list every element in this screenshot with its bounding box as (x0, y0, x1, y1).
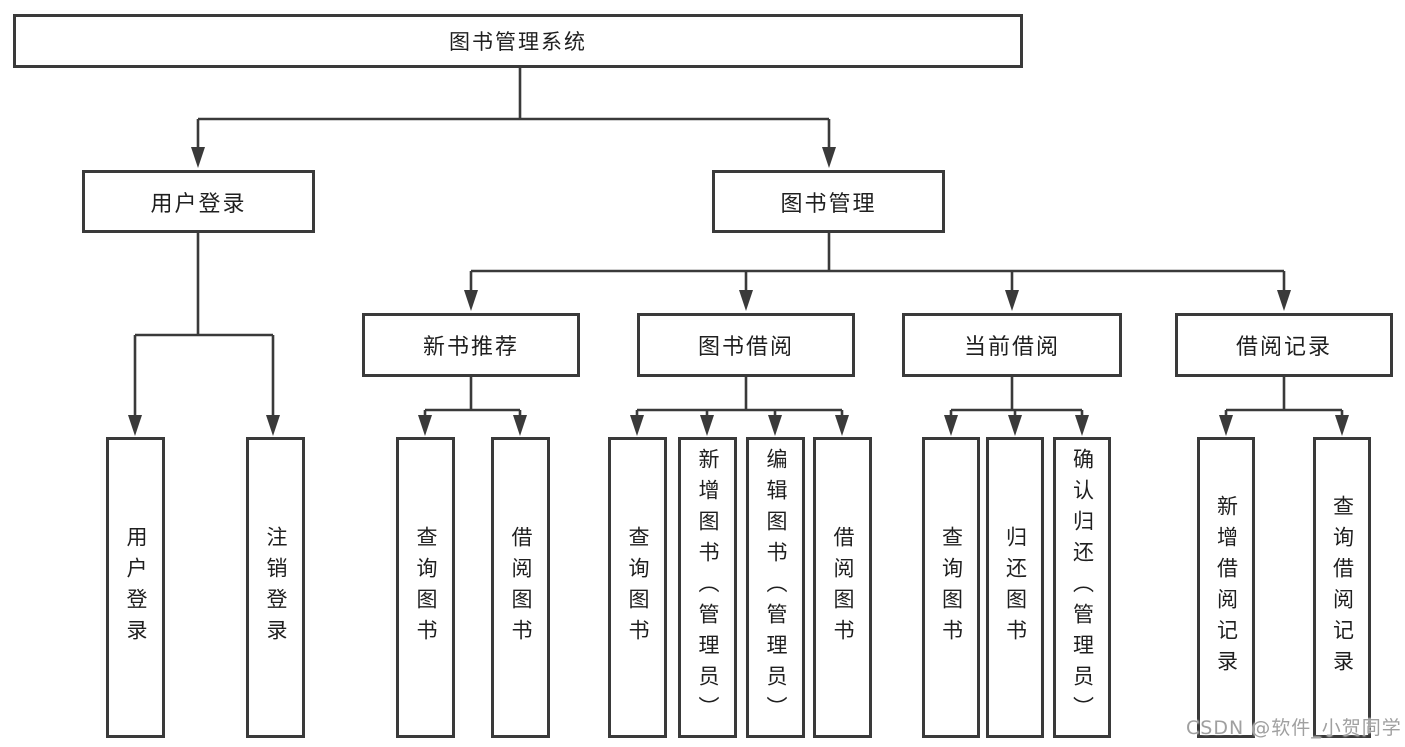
leaf-query-books-recommend: 查询图书 (396, 437, 455, 738)
leaf-query-borrow-record-label: 查询借阅记录 (1330, 494, 1355, 681)
leaf-query-books-borrowing-label: 查询图书 (626, 525, 650, 650)
leaf-query-books-borrowing: 查询图书 (608, 437, 667, 738)
leaf-edit-books-admin: 编辑图书（管理员） (746, 437, 805, 738)
leaf-return-books-label: 归还图书 (1003, 525, 1028, 650)
leaf-logout: 注销登录 (246, 437, 305, 738)
node-book-management: 图书管理 (712, 170, 945, 233)
leaf-add-books-admin: 新增图书（管理员） (678, 437, 737, 738)
connector-paths (133, 68, 1344, 418)
leaf-logout-label: 注销登录 (264, 525, 288, 650)
leaf-query-books-recommend-label: 查询图书 (414, 525, 438, 650)
node-user-login: 用户登录 (82, 170, 315, 233)
node-new-book-recommend: 新书推荐 (362, 313, 580, 377)
leaf-confirm-return-admin-label: 确认归还（管理员） (1070, 448, 1095, 727)
leaf-query-books-current-label: 查询图书 (939, 525, 964, 650)
leaf-borrow-books-recommend: 借阅图书 (491, 437, 550, 738)
leaf-borrow-books-borrowing: 借阅图书 (813, 437, 872, 738)
csdn-watermark: CSDN @软件_小贺同学 (1186, 717, 1402, 739)
node-library-management-system: 图书管理系统 (13, 14, 1023, 68)
node-current-borrowing: 当前借阅 (902, 313, 1122, 377)
arrowheads (128, 147, 1349, 436)
leaf-add-borrow-record: 新增借阅记录 (1197, 437, 1255, 738)
leaf-add-borrow-record-label: 新增借阅记录 (1214, 494, 1239, 681)
leaf-borrow-books-recommend-label: 借阅图书 (509, 525, 533, 650)
leaf-user-login-label: 用户登录 (124, 525, 148, 650)
leaf-return-books: 归还图书 (986, 437, 1044, 738)
leaf-user-login: 用户登录 (106, 437, 165, 738)
node-borrowing-records: 借阅记录 (1175, 313, 1393, 377)
leaf-borrow-books-borrowing-label: 借阅图书 (831, 525, 855, 650)
leaf-add-books-admin-label: 新增图书（管理员） (696, 448, 720, 727)
leaf-query-borrow-record: 查询借阅记录 (1313, 437, 1371, 738)
node-book-borrowing: 图书借阅 (637, 313, 855, 377)
leaf-query-books-current: 查询图书 (922, 437, 980, 738)
leaf-edit-books-admin-label: 编辑图书（管理员） (764, 448, 788, 727)
leaf-confirm-return-admin: 确认归还（管理员） (1053, 437, 1111, 738)
